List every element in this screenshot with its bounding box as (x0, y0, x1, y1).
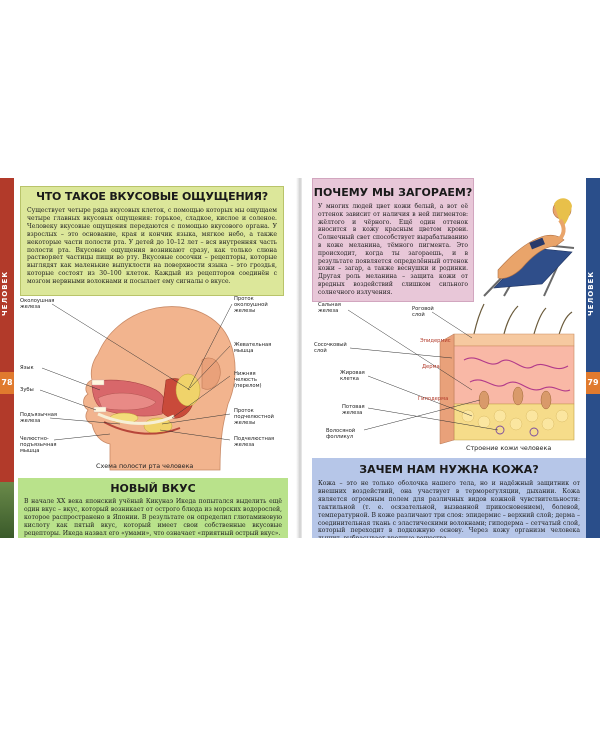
label-papillary-layer: Сосочковый слой (314, 342, 347, 354)
label-teeth: Зубы (20, 387, 34, 393)
label-dermis: Дерма (422, 364, 440, 370)
tan-section: ПОЧЕМУ МЫ ЗАГОРАЕМ? У многих людей цвет … (312, 178, 474, 302)
label-stratum-corneum: Роговой слой (412, 306, 434, 318)
book-spread: ЧЕЛОВЕК 78 ЧТО ТАКОЕ ВКУСОВЫЕ ОЩУЩЕНИЯ? … (0, 178, 600, 538)
label-hair-follicle: Волосяной фолликул (326, 428, 356, 440)
diagram-leader-lines (39, 303, 233, 441)
tongue (97, 392, 157, 411)
label-masseter: Жевательная мышца (234, 342, 272, 354)
sunbather-illustration (474, 188, 582, 300)
mylohyoid-muscle (103, 421, 181, 435)
skin-diagram-caption: Строение кожи человека (466, 444, 552, 452)
new-taste-section: НОВЫЙ ВКУС В начале XX века японский учё… (18, 478, 288, 538)
hair-strands (473, 303, 573, 339)
skin-section: ЗАЧЕМ НАМ НУЖНА КОЖА? Кожа – это не толь… (312, 458, 586, 538)
label-lower-jaw: Нижняя челюсть (перелом) (234, 371, 262, 389)
label-sweat-gland: Потовая железа (342, 404, 365, 416)
tan-title: ПОЧЕМУ МЫ ЗАГОРАЕМ? (313, 186, 473, 199)
skin-leader-lines (347, 309, 499, 431)
skin-structure-diagram (439, 303, 575, 445)
skin-text: Кожа – это не только оболочка нашего тел… (318, 480, 580, 538)
swimsuit (529, 237, 545, 250)
skin-title: ЗАЧЕМ НАМ НУЖНА КОЖА? (359, 463, 539, 476)
left-edge-photo (0, 482, 14, 538)
tan-text: У многих людей цвет кожи белый, а вот её… (318, 203, 468, 296)
label-hypodermis: Гиподерма (418, 396, 449, 402)
sunbather-hair (554, 198, 572, 228)
label-fat-cell: Жировая клетка (340, 370, 365, 382)
sweat-glands (495, 425, 539, 437)
ear (201, 357, 221, 390)
label-submandibular-gland: Подчелюстная железа (234, 436, 275, 448)
right-page-number: 79 (586, 372, 600, 394)
new-taste-title: НОВЫЙ ВКУС (110, 482, 196, 495)
teeth-upper (91, 379, 105, 386)
jaw-bone (97, 412, 175, 425)
taste-section: ЧТО ТАКОЕ ВКУСОВЫЕ ОЩУЩЕНИЯ? Существует … (20, 186, 284, 296)
new-taste-text: В начале XX века японский учёный Кикунаэ… (24, 498, 282, 537)
label-tongue: Язык (20, 365, 34, 371)
taste-title: ЧТО ТАКОЕ ВКУСОВЫЕ ОЩУЩЕНИЯ? (36, 190, 268, 203)
label-submandibular-duct: Проток подчелюстной железы (234, 408, 274, 426)
label-mylohyoid-muscle: Челюстно-подъязычная мышца (20, 436, 57, 454)
label-epidermis: Эпидермис (420, 338, 451, 344)
mouth-diagram-caption: Схема полости рта человека (96, 462, 194, 470)
right-page: ПОЧЕМУ МЫ ЗАГОРАЕМ? У многих людей цвет … (302, 178, 600, 538)
taste-text: Существует четыре ряда вкусовых клеток, … (27, 207, 277, 286)
right-page-edge: ЧЕЛОВЕК 79 (586, 178, 600, 538)
left-page: ЧЕЛОВЕК 78 ЧТО ТАКОЕ ВКУСОВЫЕ ОЩУЩЕНИЯ? … (0, 178, 298, 538)
label-parotid-gland: Околоушная железа (20, 298, 55, 310)
mouth-cavity-diagram (83, 306, 236, 471)
skin-side-face (439, 333, 455, 445)
label-sebaceous-gland: Сальная железа (318, 302, 341, 314)
sunbather-body (497, 234, 565, 279)
label-sublingual-gland: Подъязычная железа (20, 412, 58, 424)
sunbather-arm (556, 218, 566, 242)
fat-cells (461, 409, 569, 431)
left-page-edge: ЧЕЛОВЕК 78 (0, 178, 14, 538)
blood-vessels (463, 357, 571, 392)
hair-follicles (478, 386, 552, 410)
label-parotid-duct: Проток околоушной железы (234, 296, 268, 314)
left-page-number: 78 (0, 372, 14, 394)
book-gutter (296, 178, 304, 538)
